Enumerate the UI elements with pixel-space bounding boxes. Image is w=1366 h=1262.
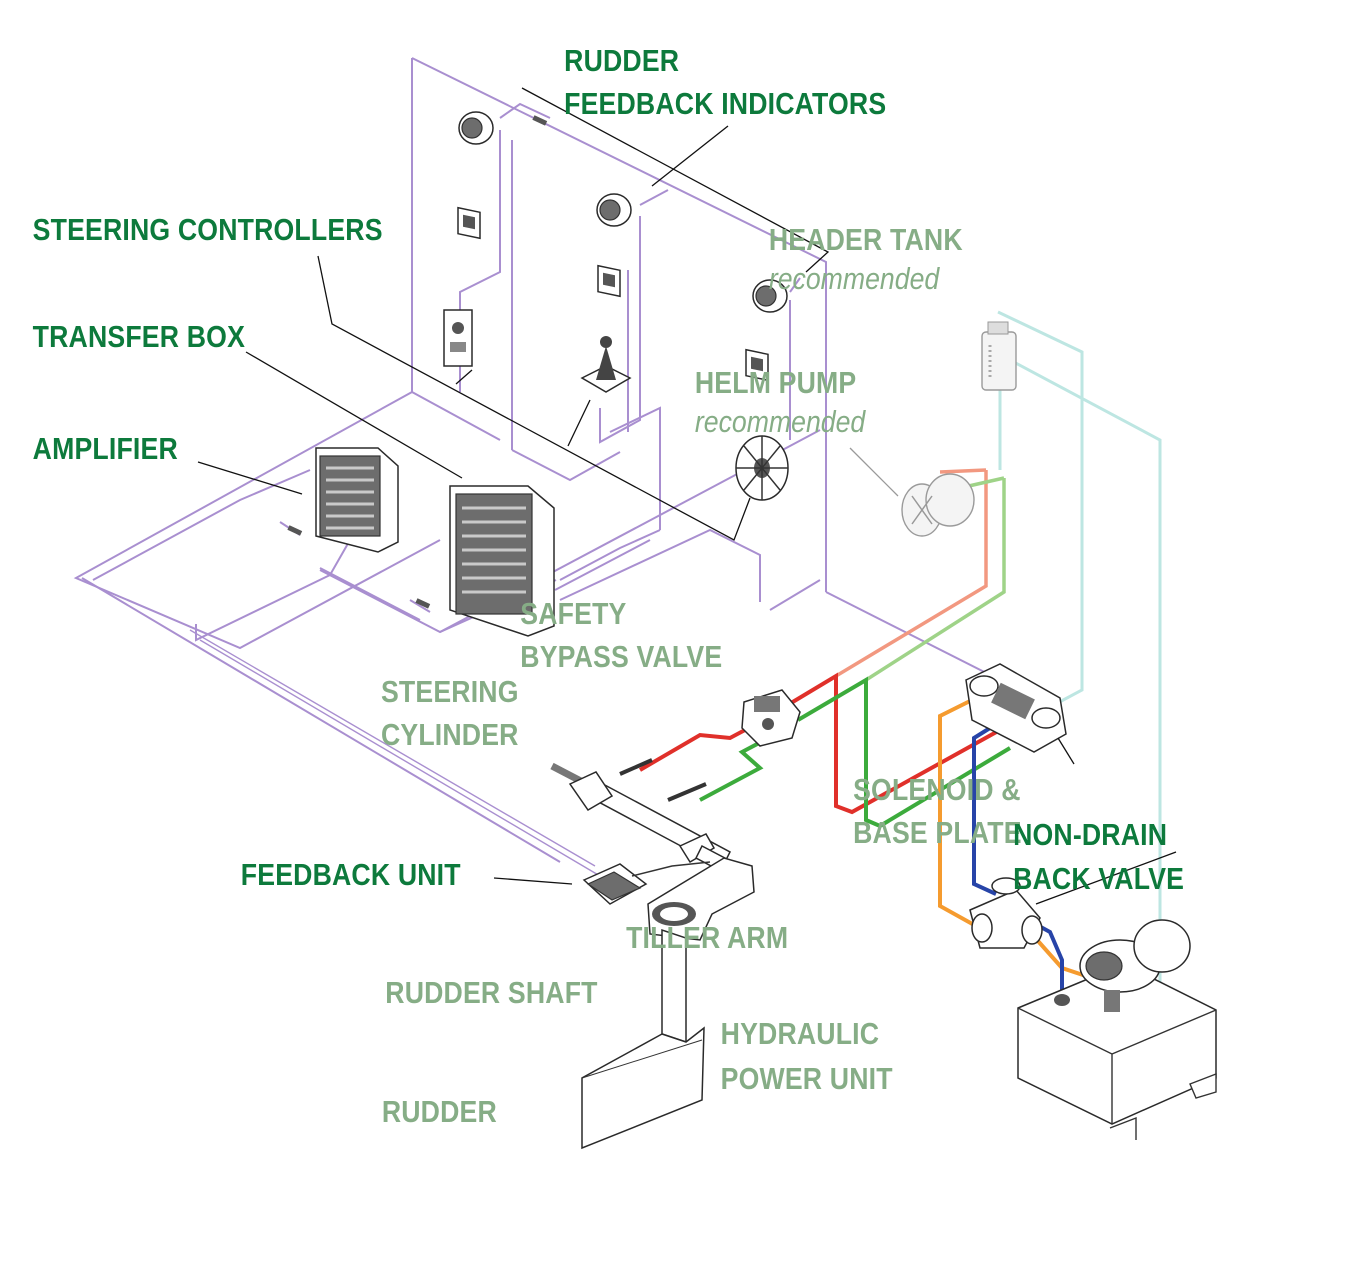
label-tiller-arm: TILLER ARM (626, 921, 788, 955)
helm-wheel-icon (735, 435, 789, 501)
label-rudder-feedback-indicators: FEEDBACK INDICATORS (564, 87, 886, 121)
tiller-arm-icon (647, 857, 755, 941)
label-safety-bypass-valve: SAFETY (520, 597, 626, 631)
label-rudder-shaft: RUDDER SHAFT (385, 976, 597, 1010)
label-steering-controllers: STEERING CONTROLLERS (33, 213, 383, 247)
leader-lines (197, 87, 1177, 905)
joystick-icon (580, 336, 632, 393)
label-safety-bypass-valve: BYPASS VALVE (520, 640, 722, 674)
transfer-box-icon (449, 485, 555, 637)
label-helm-pump-note: recommended (695, 405, 866, 439)
label-amplifier: AMPLIFIER (33, 432, 178, 466)
label-hydraulic-power-unit: POWER UNIT (721, 1062, 893, 1096)
amplifier-icon (315, 447, 399, 553)
hydraulic-hoses (638, 310, 1162, 1000)
cylinder-icon (550, 758, 741, 880)
label-solenoid-base-plate: SOLENOID & (853, 773, 1021, 807)
rudder-icon (581, 928, 705, 1150)
helm-pump-icon (901, 473, 975, 537)
label-rudder-feedback-indicators: RUDDER (564, 44, 679, 78)
gauge-icon (458, 111, 788, 313)
label-helm-pump: HELM PUMP (695, 366, 856, 400)
label-header-tank: HEADER TANK (769, 223, 963, 257)
switch-icon (443, 206, 769, 382)
label-rudder: RUDDER (382, 1095, 497, 1129)
solenoid-icon (965, 663, 1067, 753)
labels: RUDDER FEEDBACK INDICATORS STEERING CONT… (33, 44, 1184, 1129)
label-solenoid-base-plate: BASE PLATE (853, 816, 1022, 850)
feedback-unit-icon (582, 861, 711, 905)
signal-wiring (73, 57, 1021, 877)
check-valve-icon (969, 877, 1043, 949)
label-feedback-unit: FEEDBACK UNIT (241, 858, 461, 892)
label-non-drain-back-valve: NON-DRAIN (1013, 818, 1167, 852)
label-header-tank-note: recommended (769, 262, 940, 296)
label-steering-cylinder: STEERING (381, 675, 519, 709)
label-hydraulic-power-unit: HYDRAULIC (721, 1017, 880, 1051)
label-steering-cylinder: CYLINDER (381, 718, 519, 752)
header-tank-icon (981, 321, 1017, 391)
label-transfer-box: TRANSFER BOX (33, 320, 246, 354)
label-non-drain-back-valve: BACK VALVE (1013, 862, 1184, 896)
bypass-valve-icon (741, 689, 801, 747)
power-unit-icon (1017, 919, 1217, 1140)
